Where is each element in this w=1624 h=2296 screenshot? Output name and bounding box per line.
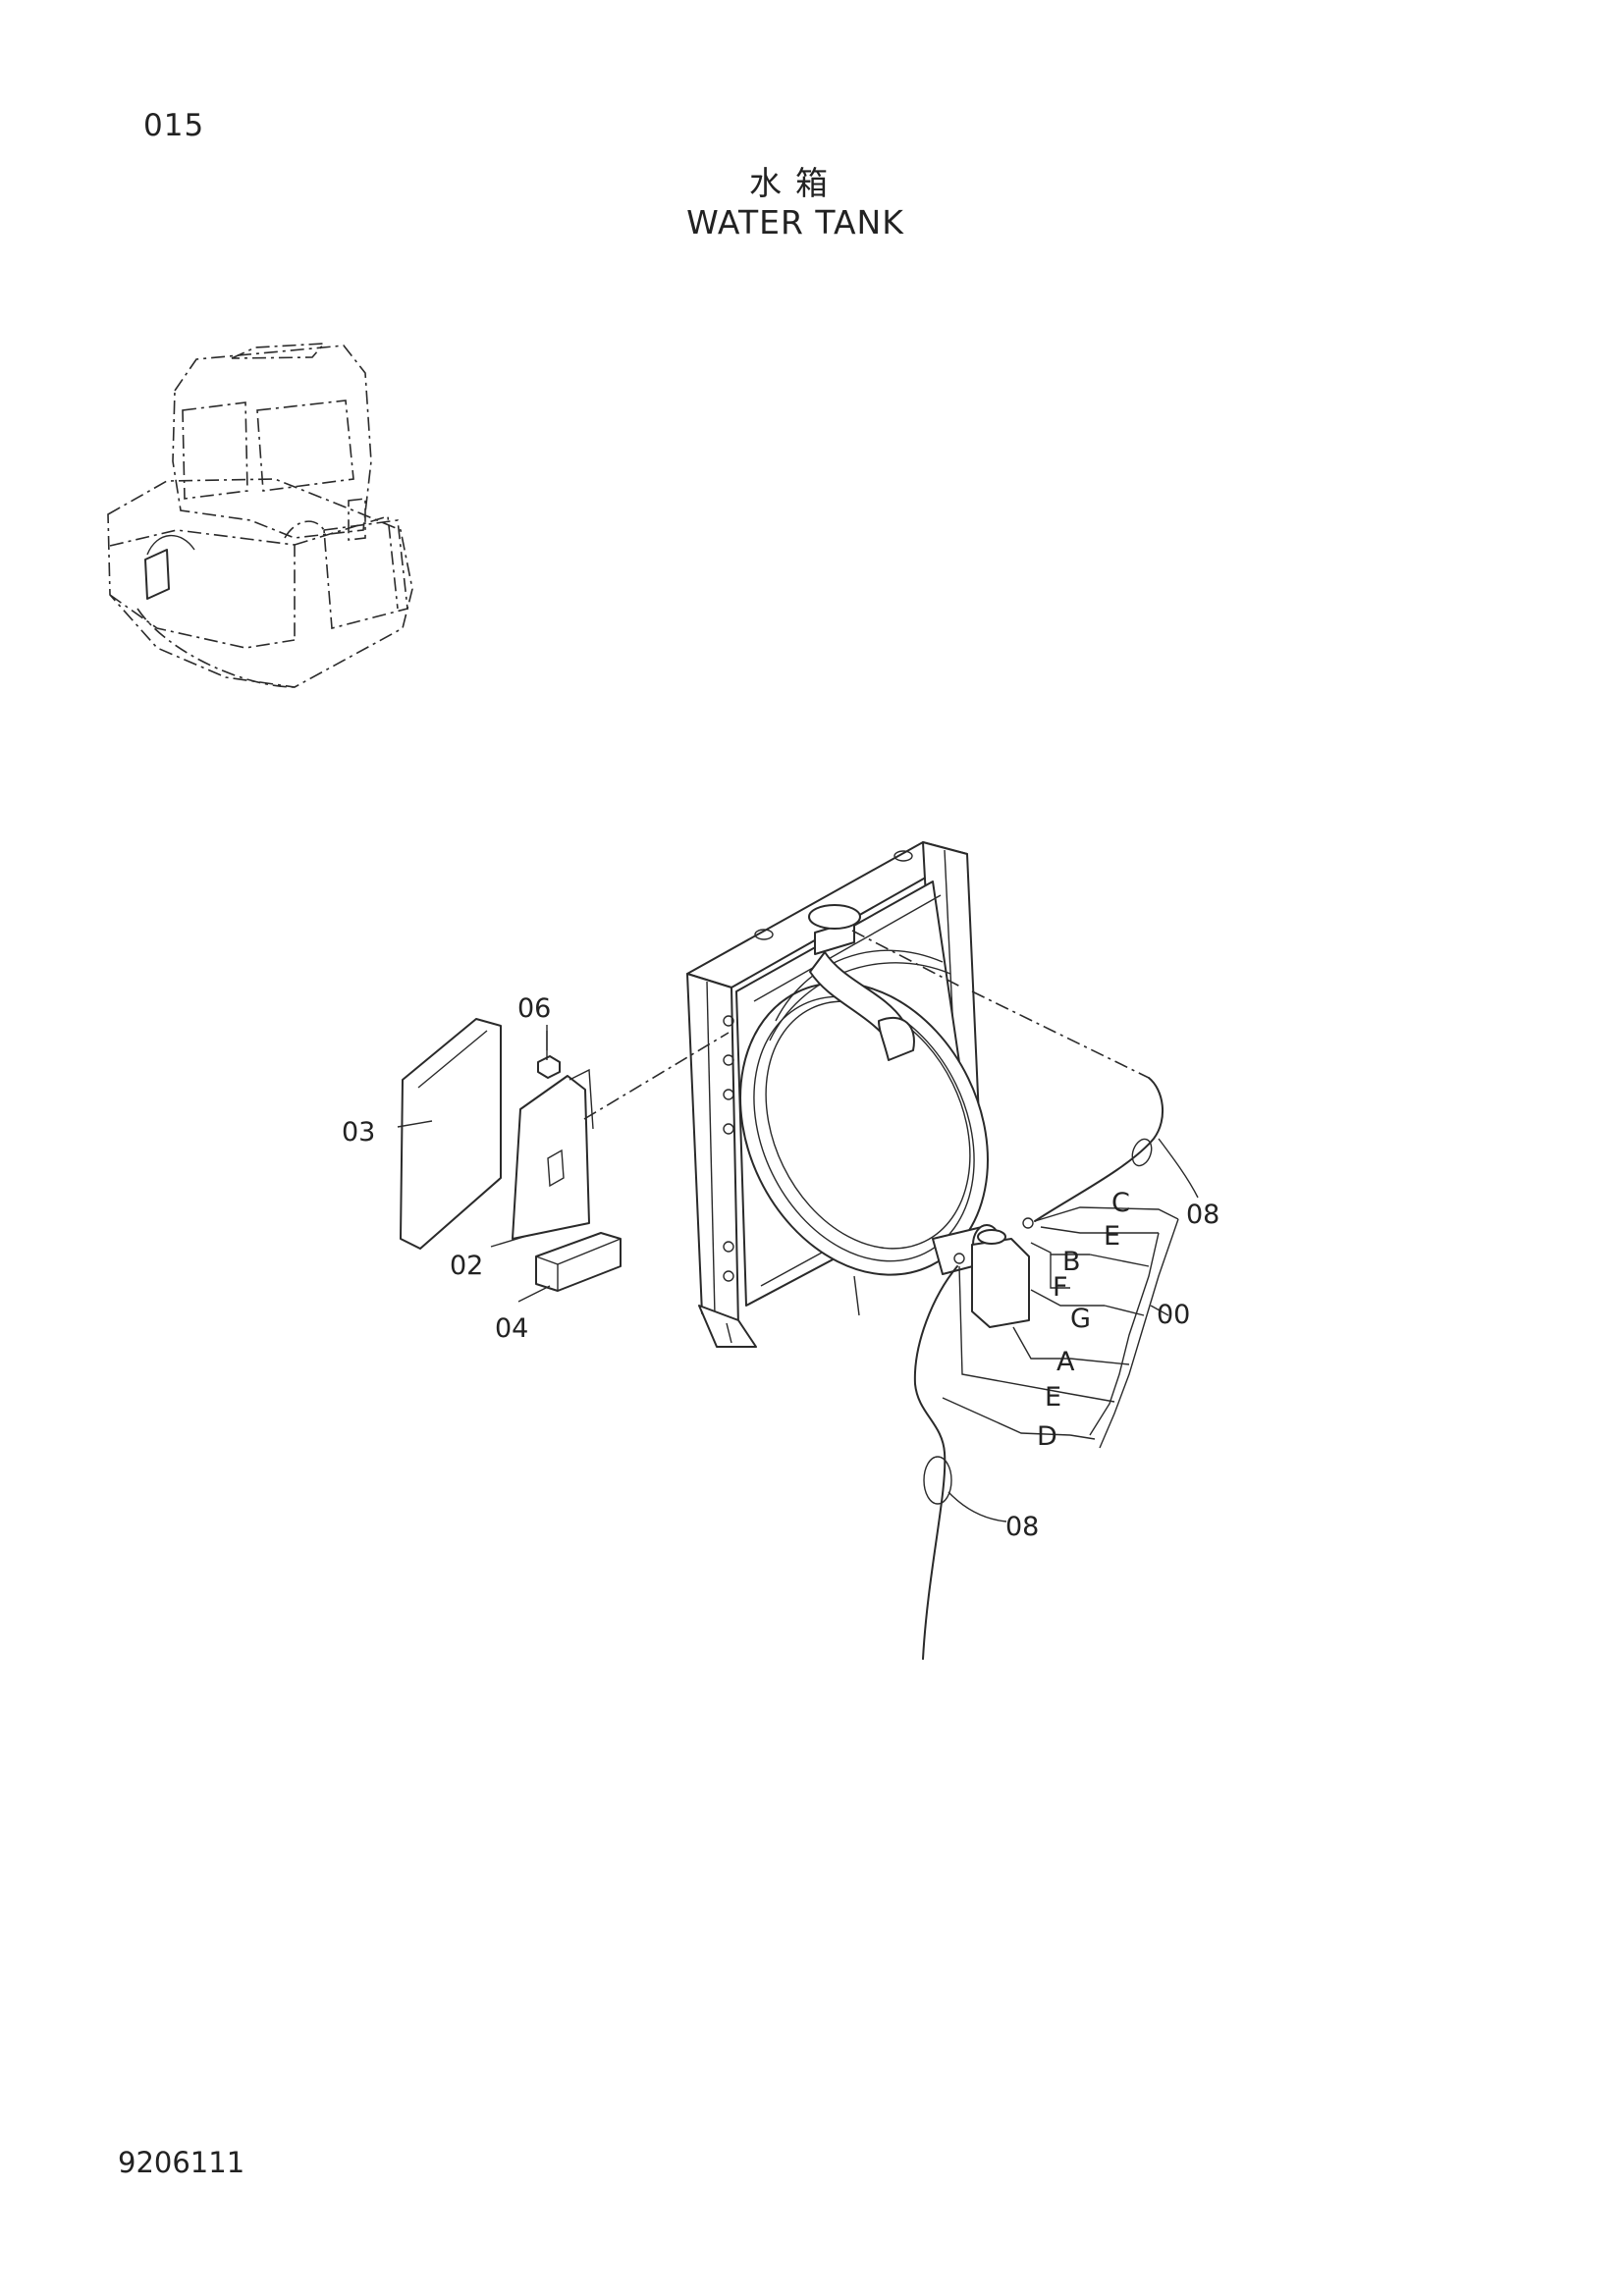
callout-e-upper: E: [1104, 1221, 1120, 1252]
part-03-cushion-pad: [400, 1018, 502, 1250]
radiator-assembly: [686, 841, 1001, 1348]
callout-03: 03: [342, 1117, 375, 1148]
callout-g: G: [1070, 1304, 1091, 1334]
callout-04: 04: [495, 1313, 528, 1344]
overflow-hoses: [913, 1077, 1164, 1660]
part-06-bolt: [537, 1031, 561, 1079]
excavator-locator-illustration: [107, 343, 413, 688]
callout-08-bottom: 08: [1005, 1512, 1039, 1542]
callout-a: A: [1056, 1347, 1075, 1377]
page-title: WATER TANK: [686, 203, 904, 241]
callout-00: 00: [1157, 1300, 1190, 1330]
callout-d: D: [1037, 1421, 1057, 1452]
callout-e-lower: E: [1045, 1382, 1061, 1413]
leader-lines: [397, 930, 1199, 1522]
part-04-foam-block: [535, 1232, 622, 1292]
callout-06: 06: [517, 993, 551, 1024]
callout-08-top: 08: [1186, 1200, 1219, 1230]
page-title-chinese: 水箱: [749, 164, 841, 202]
reserve-tank: [953, 1217, 1034, 1328]
callout-c: C: [1111, 1188, 1130, 1218]
page-number: 015: [143, 108, 205, 143]
document-code: 9206111: [118, 2146, 245, 2179]
part-02-mounting-plate: [512, 1068, 594, 1240]
callout-02: 02: [450, 1251, 483, 1281]
callout-f: F: [1053, 1272, 1068, 1303]
callout-b: B: [1062, 1247, 1081, 1277]
